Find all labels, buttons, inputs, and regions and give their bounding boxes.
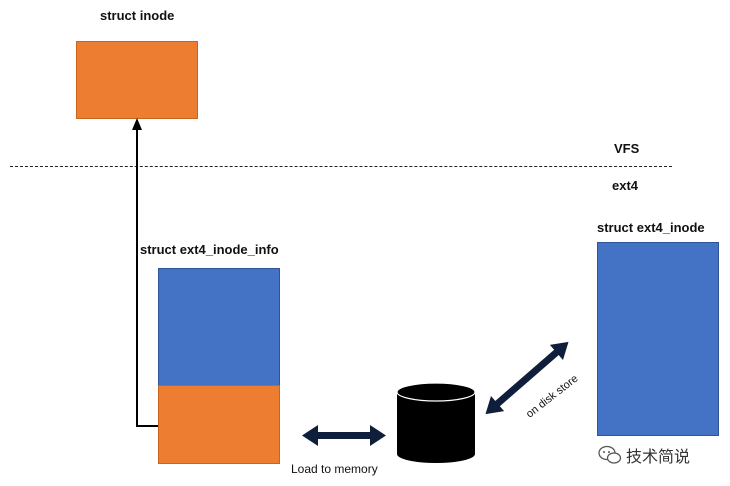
ext4-layer-label: ext4 [612, 178, 639, 193]
on-disk-store-arrow [485, 341, 569, 415]
ext4-inode-info-vfs-inode-box [158, 385, 280, 464]
layer-divider [10, 166, 672, 167]
vfs-layer-label: VFS [614, 141, 640, 156]
ext4-inode-box [597, 242, 719, 436]
watermark: 技术简说 [598, 443, 690, 467]
watermark-text: 技术简说 [626, 449, 691, 466]
ext4-inode-info-title: struct ext4_inode_info [140, 242, 279, 257]
struct-inode-title: struct inode [100, 8, 175, 23]
load-to-memory-arrow [302, 425, 386, 446]
wechat-icon [598, 445, 622, 464]
disk-cylinder-icon [396, 382, 476, 463]
ext4-inode-info-upper-box [158, 268, 280, 386]
ext4-inode-title: struct ext4_inode [597, 220, 705, 235]
embedded-inode-arrow [132, 118, 158, 427]
load-to-memory-label: Load to memory [291, 462, 378, 476]
